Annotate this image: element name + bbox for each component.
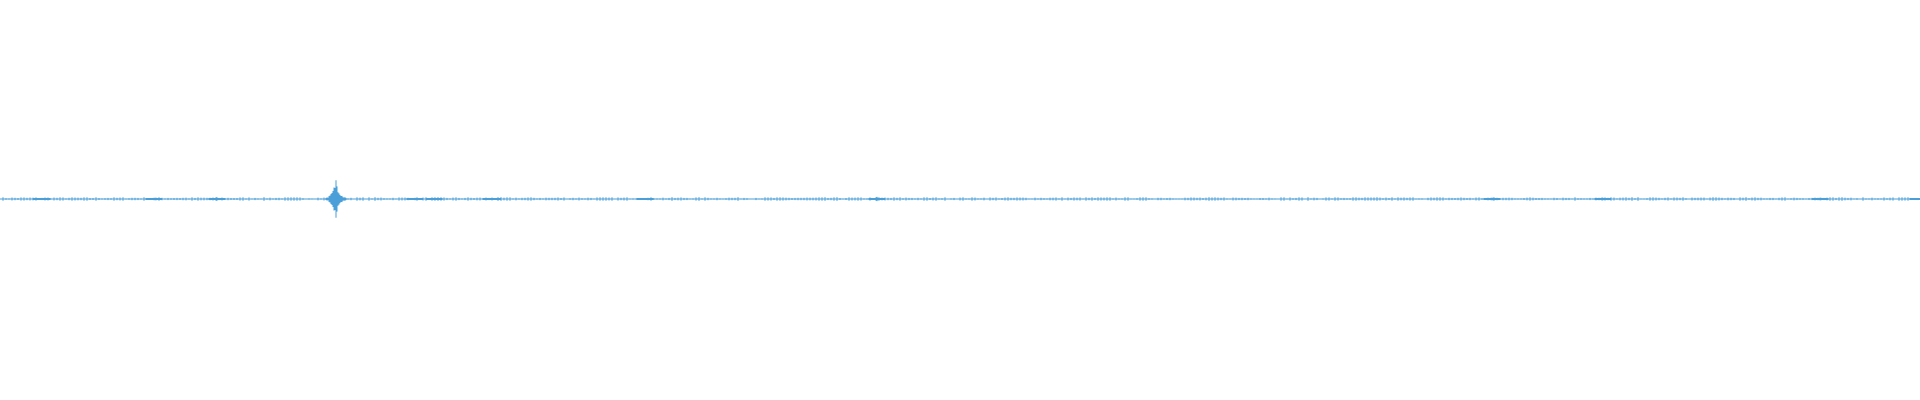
waveform-burst	[145, 197, 163, 201]
waveform-burst	[208, 197, 226, 201]
waveform-burst	[868, 196, 886, 202]
waveform-burst	[1811, 197, 1829, 201]
waveform-burst	[425, 197, 443, 201]
waveform-burst	[1594, 197, 1612, 201]
waveform-burst	[325, 180, 347, 218]
waveform-burst	[1483, 197, 1501, 201]
waveform-burst	[406, 197, 424, 201]
waveform-noise	[0, 197, 1918, 201]
